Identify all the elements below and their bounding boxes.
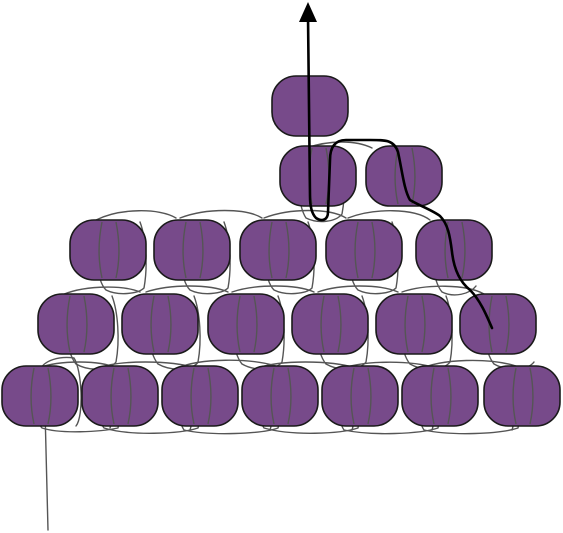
thread-loop (179, 209, 263, 219)
thread-strand (207, 367, 212, 425)
thread-strand (190, 367, 195, 425)
thread-strand (488, 295, 493, 353)
thread-strand (411, 147, 416, 205)
thread-strand (199, 221, 204, 279)
bead (153, 219, 231, 281)
thread-strand (268, 221, 273, 279)
thread-strand (354, 221, 359, 279)
thread-strand (287, 367, 292, 425)
thread-strand (253, 295, 258, 353)
thread-strand (110, 367, 115, 425)
bead (161, 365, 239, 427)
thread-strand (182, 221, 187, 279)
thread-strand (270, 367, 275, 425)
thread-strand (127, 367, 132, 425)
thread-strand (371, 221, 376, 279)
bead (483, 365, 561, 427)
bead (325, 219, 403, 281)
previous-thread-overlay (30, 147, 534, 425)
bead (415, 219, 493, 281)
thread-strand (83, 295, 88, 353)
bead (279, 145, 357, 207)
thread-loop (347, 210, 431, 221)
thread-loop (95, 210, 177, 221)
bead (207, 293, 285, 355)
bead (37, 293, 115, 355)
bead (459, 293, 537, 355)
thread-strand (337, 295, 342, 353)
current-thread-path (299, 2, 494, 330)
beads-group (1, 75, 561, 427)
up-arrow-icon (299, 2, 317, 22)
thread-loop (145, 285, 229, 293)
current-thread-line (306, 14, 494, 330)
bead (81, 365, 159, 427)
thread-strand (505, 295, 510, 353)
thread-strand (30, 367, 35, 425)
bead (321, 365, 399, 427)
thread-loop (39, 356, 82, 427)
thread-strand (285, 221, 290, 279)
thread-strand (461, 221, 466, 279)
thread-strand (150, 295, 155, 353)
thread-strand (320, 295, 325, 353)
bead (375, 293, 453, 355)
thread-strand (447, 367, 452, 425)
bead (241, 365, 319, 427)
bead (121, 293, 199, 355)
thread-strand (404, 295, 409, 353)
thread-loop (317, 285, 399, 293)
thread-loop (231, 285, 315, 293)
bead (1, 365, 79, 427)
bead (239, 219, 317, 281)
bead (401, 365, 479, 427)
bead (69, 219, 147, 281)
thread-tail (44, 409, 49, 531)
thread-strand (66, 295, 71, 353)
thread-strand (512, 367, 517, 425)
thread-strand (350, 367, 355, 425)
thread-strand (236, 295, 241, 353)
thread-strand (115, 221, 120, 279)
thread-strand (47, 367, 52, 425)
thread-strand (529, 367, 534, 425)
thread-strand (421, 295, 426, 353)
thread-strand (430, 367, 435, 425)
thread-strand (167, 295, 172, 353)
thread-loop (401, 285, 485, 295)
bead (291, 293, 369, 355)
thread-strand (367, 367, 372, 425)
thread-strand (98, 221, 103, 279)
